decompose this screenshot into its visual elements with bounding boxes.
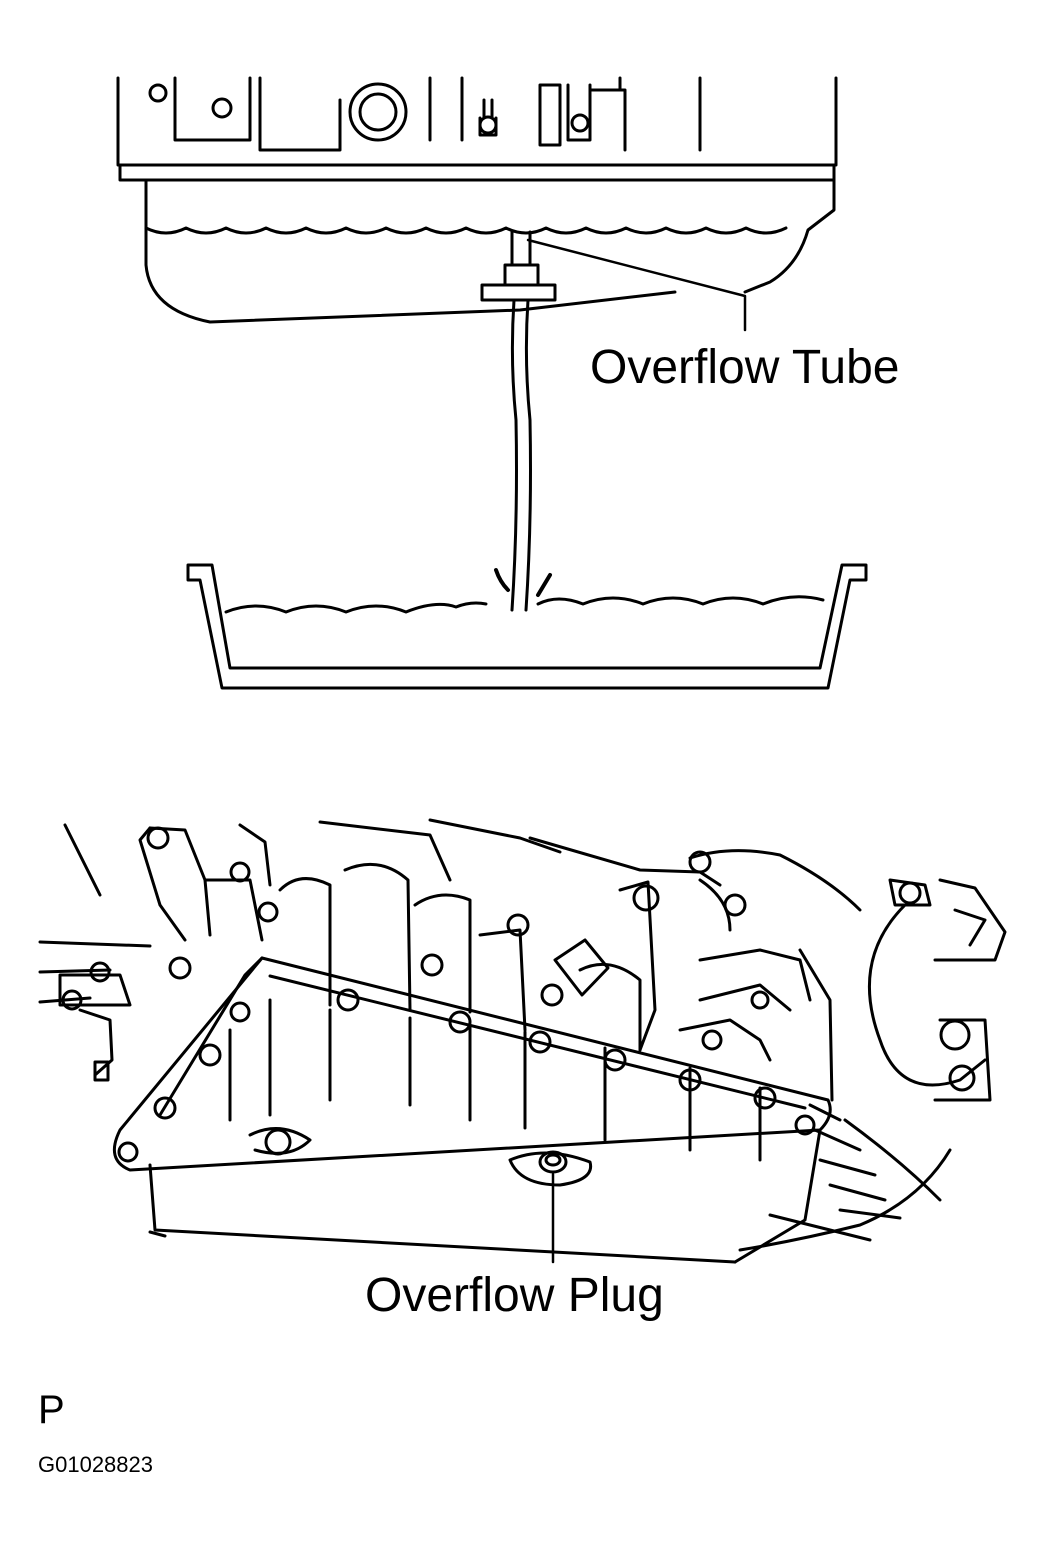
pan-bolts xyxy=(119,990,814,1161)
overflow-plug-label: Overflow Plug xyxy=(365,1269,664,1322)
overflow-plug xyxy=(510,1152,591,1185)
bell-housing-fins xyxy=(740,1105,950,1250)
drain-container xyxy=(188,565,866,688)
transmission-housing xyxy=(40,820,1005,1100)
draining-fluid-stream xyxy=(496,300,550,610)
overflow-tube xyxy=(482,232,555,300)
view-letter: P xyxy=(38,1388,65,1432)
transmission-oil-pan xyxy=(114,958,830,1262)
figure-code: G01028823 xyxy=(38,1452,153,1477)
valve-body-top xyxy=(118,78,836,180)
overflow-tube-label: Overflow Tube xyxy=(590,341,900,394)
upper-bolts-and-solenoids xyxy=(60,828,745,1080)
oil-pan-upper xyxy=(146,180,834,330)
